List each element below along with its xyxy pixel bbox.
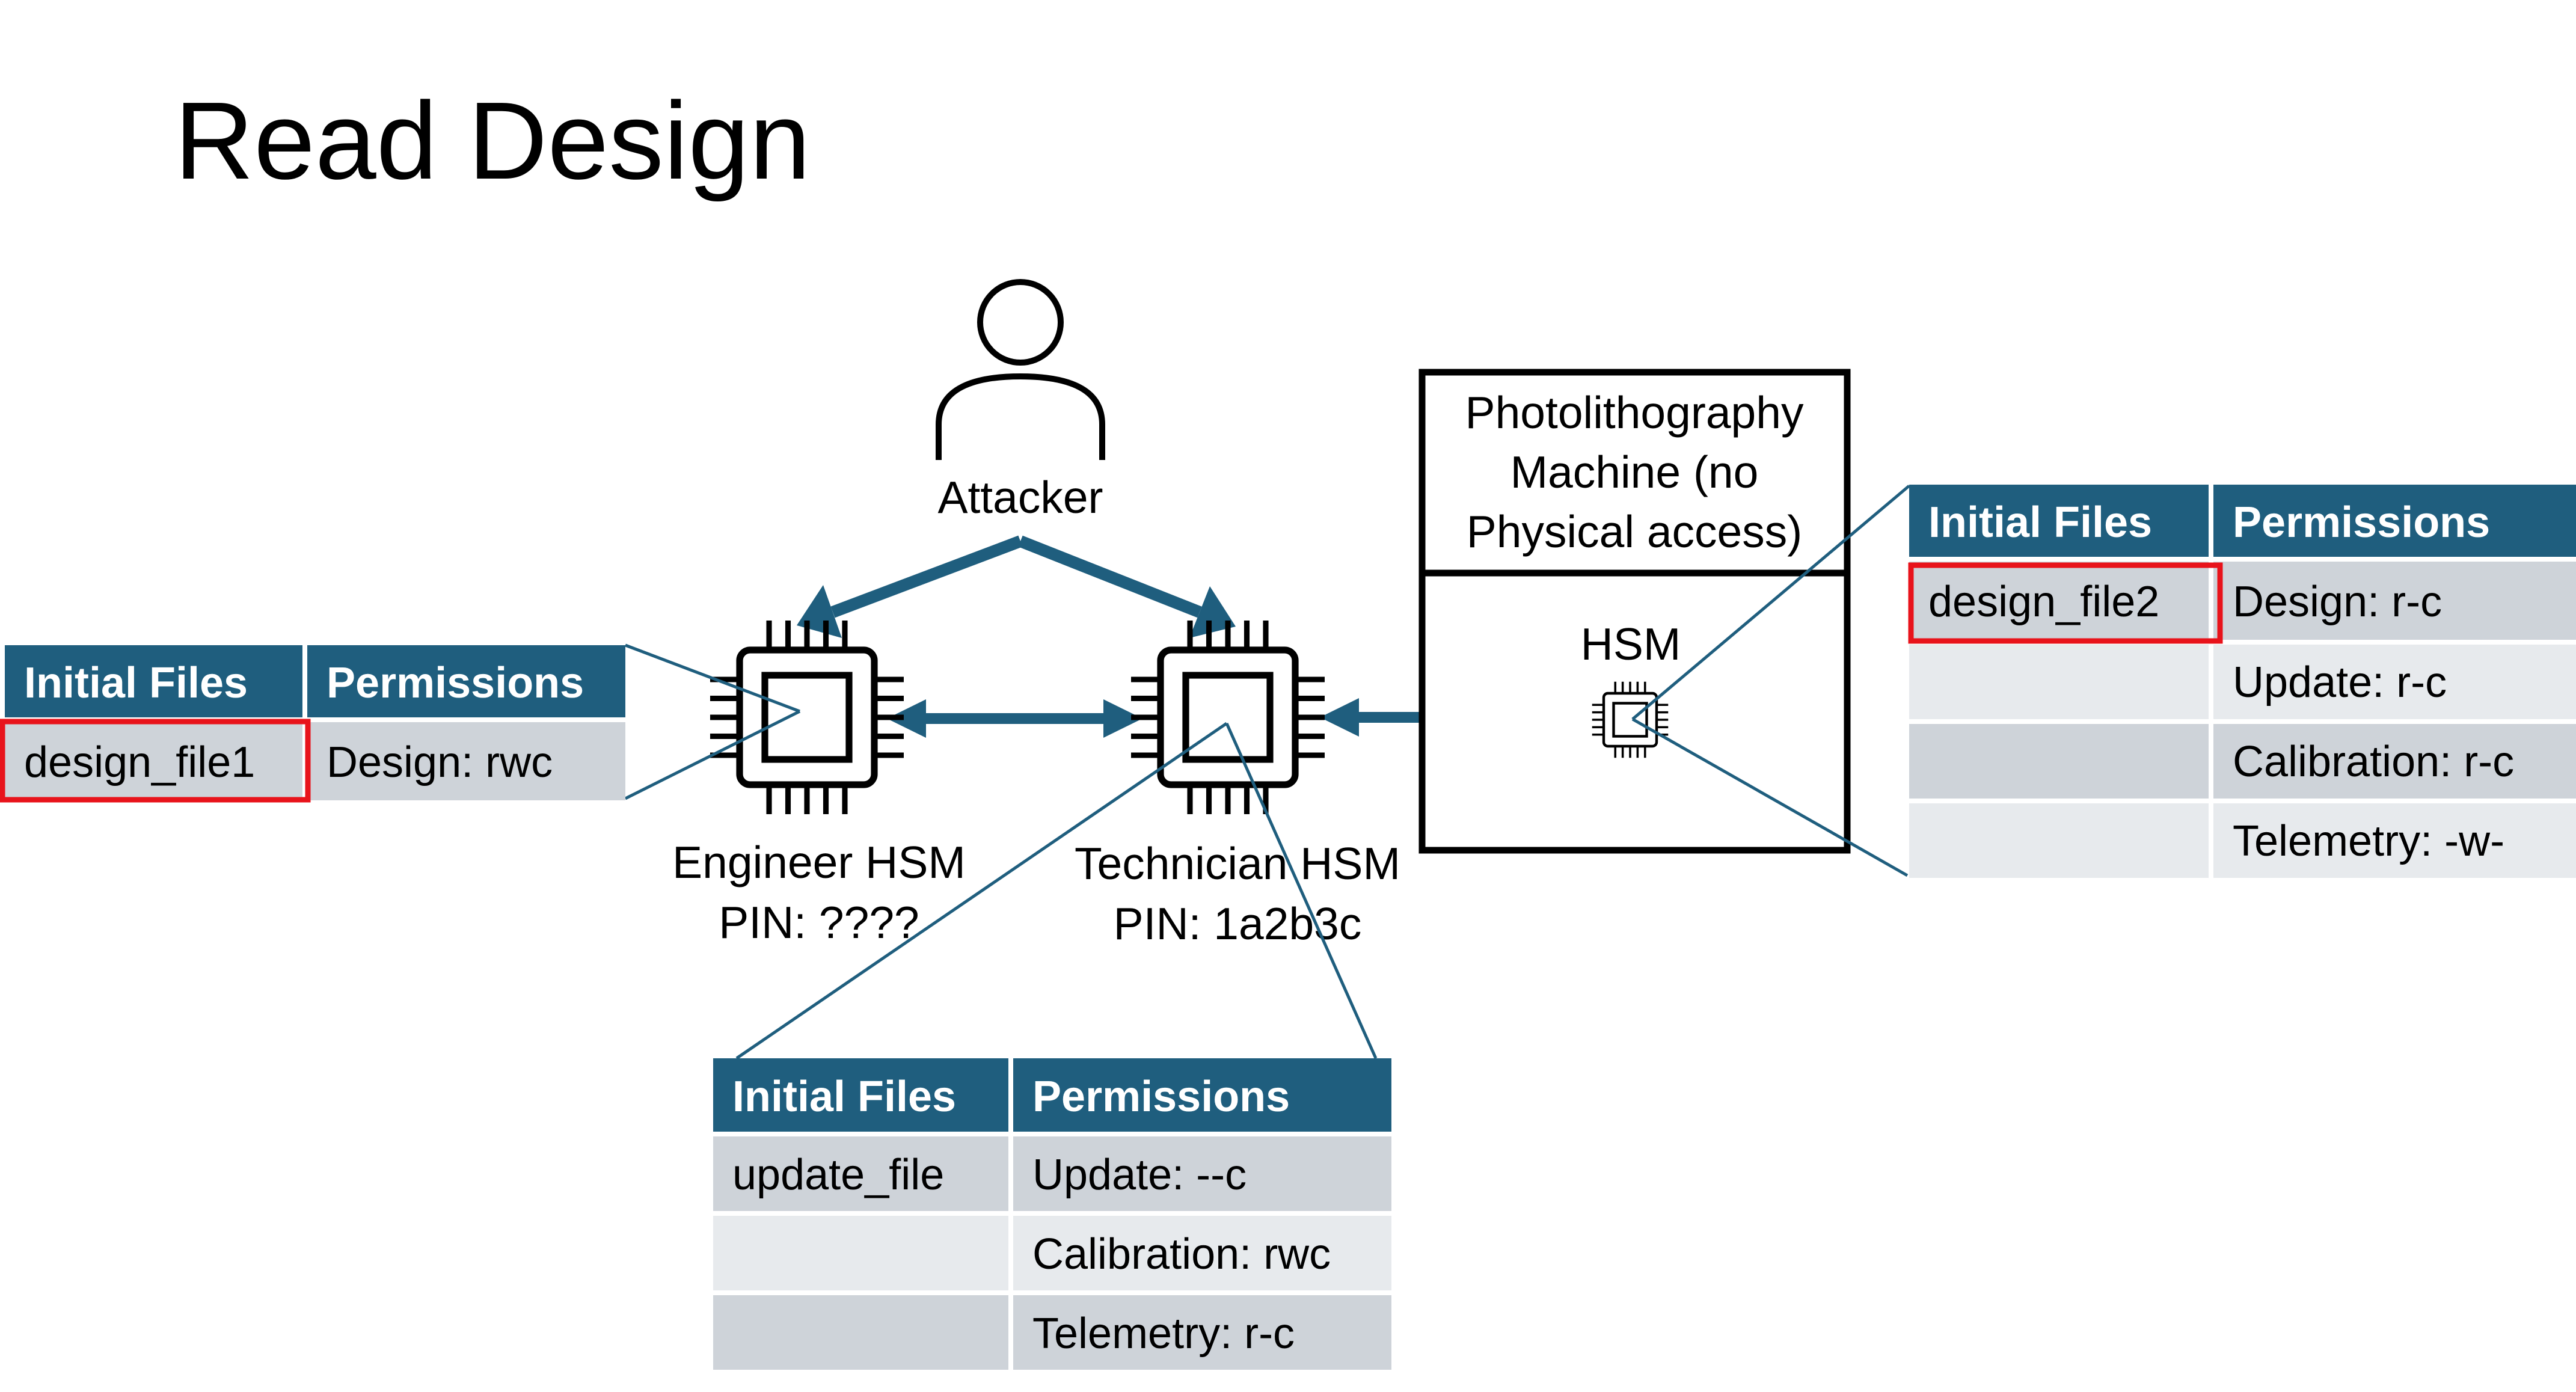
table-header: Permissions bbox=[1032, 1073, 1290, 1121]
attacker-label: Attacker bbox=[937, 472, 1103, 523]
machine-files-table: Initial Files Permissions design_file2 D… bbox=[1908, 485, 2576, 878]
engineer-technician-arrow bbox=[887, 699, 1142, 738]
table-header: Initial Files bbox=[1928, 498, 2152, 547]
table-header: Initial Files bbox=[24, 659, 248, 707]
engineer-files-table: Initial Files Permissions design_file1 D… bbox=[0, 645, 625, 803]
table-header: Permissions bbox=[2233, 498, 2490, 547]
table-cell: Design: r-c bbox=[2233, 578, 2442, 626]
table-cell: Calibration: r-c bbox=[2233, 738, 2514, 786]
machine-label-line2: Machine (no bbox=[1510, 447, 1759, 497]
table-cell: update_file bbox=[732, 1151, 944, 1199]
machine-label-line1: Photolithography bbox=[1465, 387, 1804, 438]
technician-files-table: Initial Files Permissions update_file Up… bbox=[713, 1058, 1391, 1370]
table-cell: design_file2 bbox=[1928, 578, 2159, 626]
table-cell: design_file1 bbox=[24, 738, 255, 786]
callout-lines bbox=[624, 485, 1910, 1060]
engineer-hsm-name: Engineer HSM bbox=[672, 837, 966, 888]
person-icon bbox=[936, 279, 1105, 460]
table-header: Permissions bbox=[327, 659, 584, 707]
table-cell: Telemetry: r-c bbox=[1032, 1310, 1295, 1358]
table-cell: Calibration: rwc bbox=[1032, 1230, 1331, 1278]
table-header: Initial Files bbox=[732, 1073, 956, 1121]
table-cell: Update: r-c bbox=[2233, 658, 2447, 707]
highlight-box bbox=[1908, 562, 2223, 644]
table-cell: Telemetry: -w- bbox=[2233, 817, 2504, 865]
table-cell: Update: --c bbox=[1032, 1151, 1247, 1199]
photolithography-machine bbox=[1418, 369, 1851, 854]
engineer-chip-icon bbox=[710, 621, 904, 814]
technician-hsm-pin: PIN: 1a2b3c bbox=[1114, 898, 1362, 949]
machine-hsm-label: HSM bbox=[1581, 619, 1681, 669]
technician-hsm-name: Technician HSM bbox=[1075, 838, 1400, 889]
page-title: Read Design bbox=[174, 79, 811, 202]
table-cell: Design: rwc bbox=[327, 738, 553, 786]
attacker-arrows bbox=[797, 535, 1236, 638]
engineer-hsm-pin: PIN: ???? bbox=[719, 897, 919, 948]
technician-chip-icon bbox=[1131, 621, 1325, 814]
highlight-box bbox=[0, 719, 311, 803]
machine-label-line3: Physical access) bbox=[1467, 506, 1803, 557]
